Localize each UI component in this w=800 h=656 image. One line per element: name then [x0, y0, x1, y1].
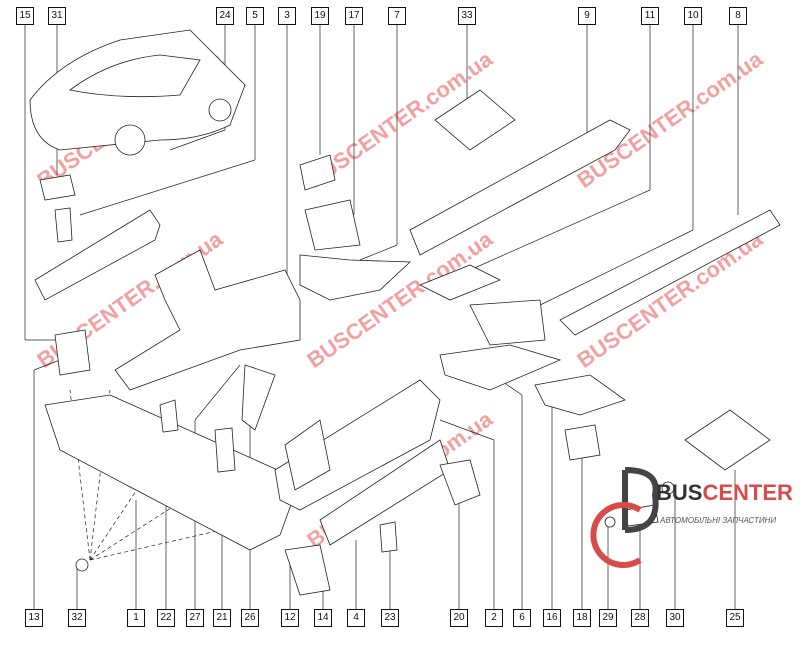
callout-8: 8 [729, 7, 747, 25]
part-22 [159, 399, 179, 433]
part-12 [284, 544, 331, 596]
part-25 [684, 409, 771, 471]
callout-24: 24 [216, 7, 234, 25]
callout-13: 13 [25, 609, 43, 627]
part-24 [54, 207, 73, 243]
part-5 [34, 209, 161, 301]
part-15 [54, 329, 91, 376]
callout-17: 17 [345, 7, 363, 25]
callout-29: 29 [599, 609, 617, 627]
part-10 [469, 299, 546, 346]
part-19 [299, 154, 336, 191]
logo-wordmark: BUSCENTER [656, 480, 793, 506]
logo-highlight: CENTER [702, 480, 793, 505]
part-16 [534, 374, 626, 416]
callout-5: 5 [246, 7, 264, 25]
callout-19: 19 [311, 7, 329, 25]
callout-12: 12 [281, 609, 299, 627]
part-33 [434, 89, 516, 151]
part-20 [439, 459, 481, 506]
part-30 [661, 481, 675, 495]
callout-6: 6 [513, 609, 531, 627]
buscenter-logo-mark [590, 467, 659, 568]
callout-3: 3 [278, 7, 296, 25]
part-29 [604, 516, 616, 528]
callout-20: 20 [450, 609, 468, 627]
callout-33: 33 [458, 7, 476, 25]
part-14 [284, 419, 331, 491]
callout-28: 28 [631, 609, 649, 627]
part-1 [44, 394, 301, 551]
callout-9: 9 [578, 7, 596, 25]
callout-4: 4 [347, 609, 365, 627]
part-21 [214, 427, 236, 473]
callout-15: 15 [16, 7, 34, 25]
part-11 [419, 264, 501, 301]
part-8 [559, 209, 781, 336]
car-illustration [29, 29, 246, 156]
callout-25: 25 [726, 609, 744, 627]
logo-prefix: BUS [656, 480, 703, 505]
callout-31: 31 [48, 7, 66, 25]
callout-2: 2 [485, 609, 503, 627]
callout-22: 22 [157, 609, 175, 627]
part-18 [564, 424, 601, 461]
callout-11: 11 [641, 7, 659, 25]
callout-18: 18 [573, 609, 591, 627]
part-31 [39, 174, 76, 201]
part-6 [439, 344, 562, 391]
part-32 [75, 558, 89, 572]
callout-30: 30 [666, 609, 684, 627]
logo-tagline: АВТОМОБІЛЬНІ ЗАПЧАСТИНИ [660, 516, 777, 525]
callout-16: 16 [543, 609, 561, 627]
callout-23: 23 [381, 609, 399, 627]
callout-14: 14 [314, 609, 332, 627]
callout-32: 32 [68, 609, 86, 627]
part-17 [304, 199, 361, 251]
callout-10: 10 [684, 7, 702, 25]
part-9 [409, 119, 631, 256]
callout-26: 26 [241, 609, 259, 627]
part-3 [114, 249, 301, 391]
part-27 [241, 364, 276, 431]
callout-7: 7 [388, 7, 406, 25]
part-23 [379, 521, 398, 553]
callout-21: 21 [213, 609, 231, 627]
callout-1: 1 [127, 609, 145, 627]
callout-27: 27 [186, 609, 204, 627]
part-7 [299, 254, 411, 301]
